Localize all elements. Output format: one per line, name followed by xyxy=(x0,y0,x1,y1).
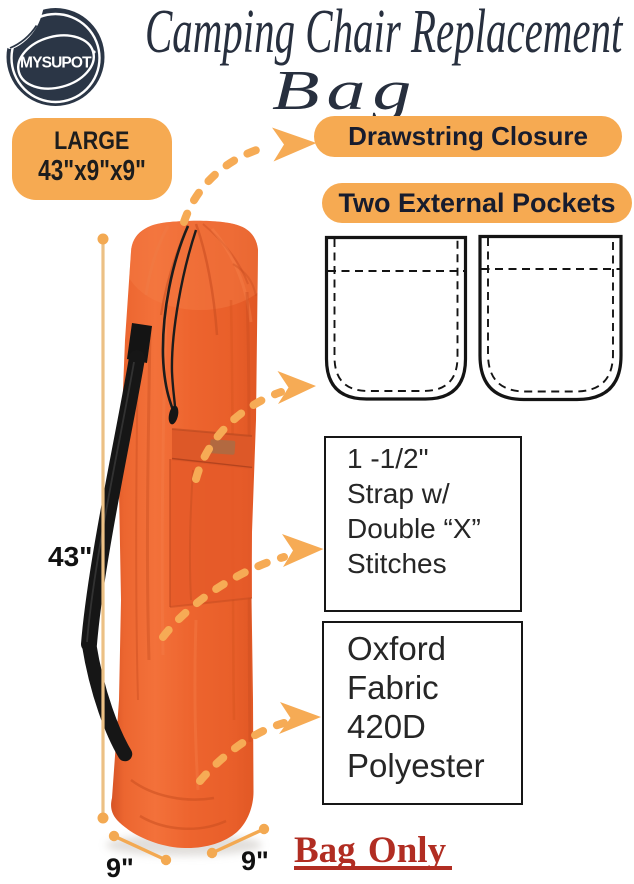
svg-text:MYSUPOT: MYSUPOT xyxy=(20,55,92,72)
